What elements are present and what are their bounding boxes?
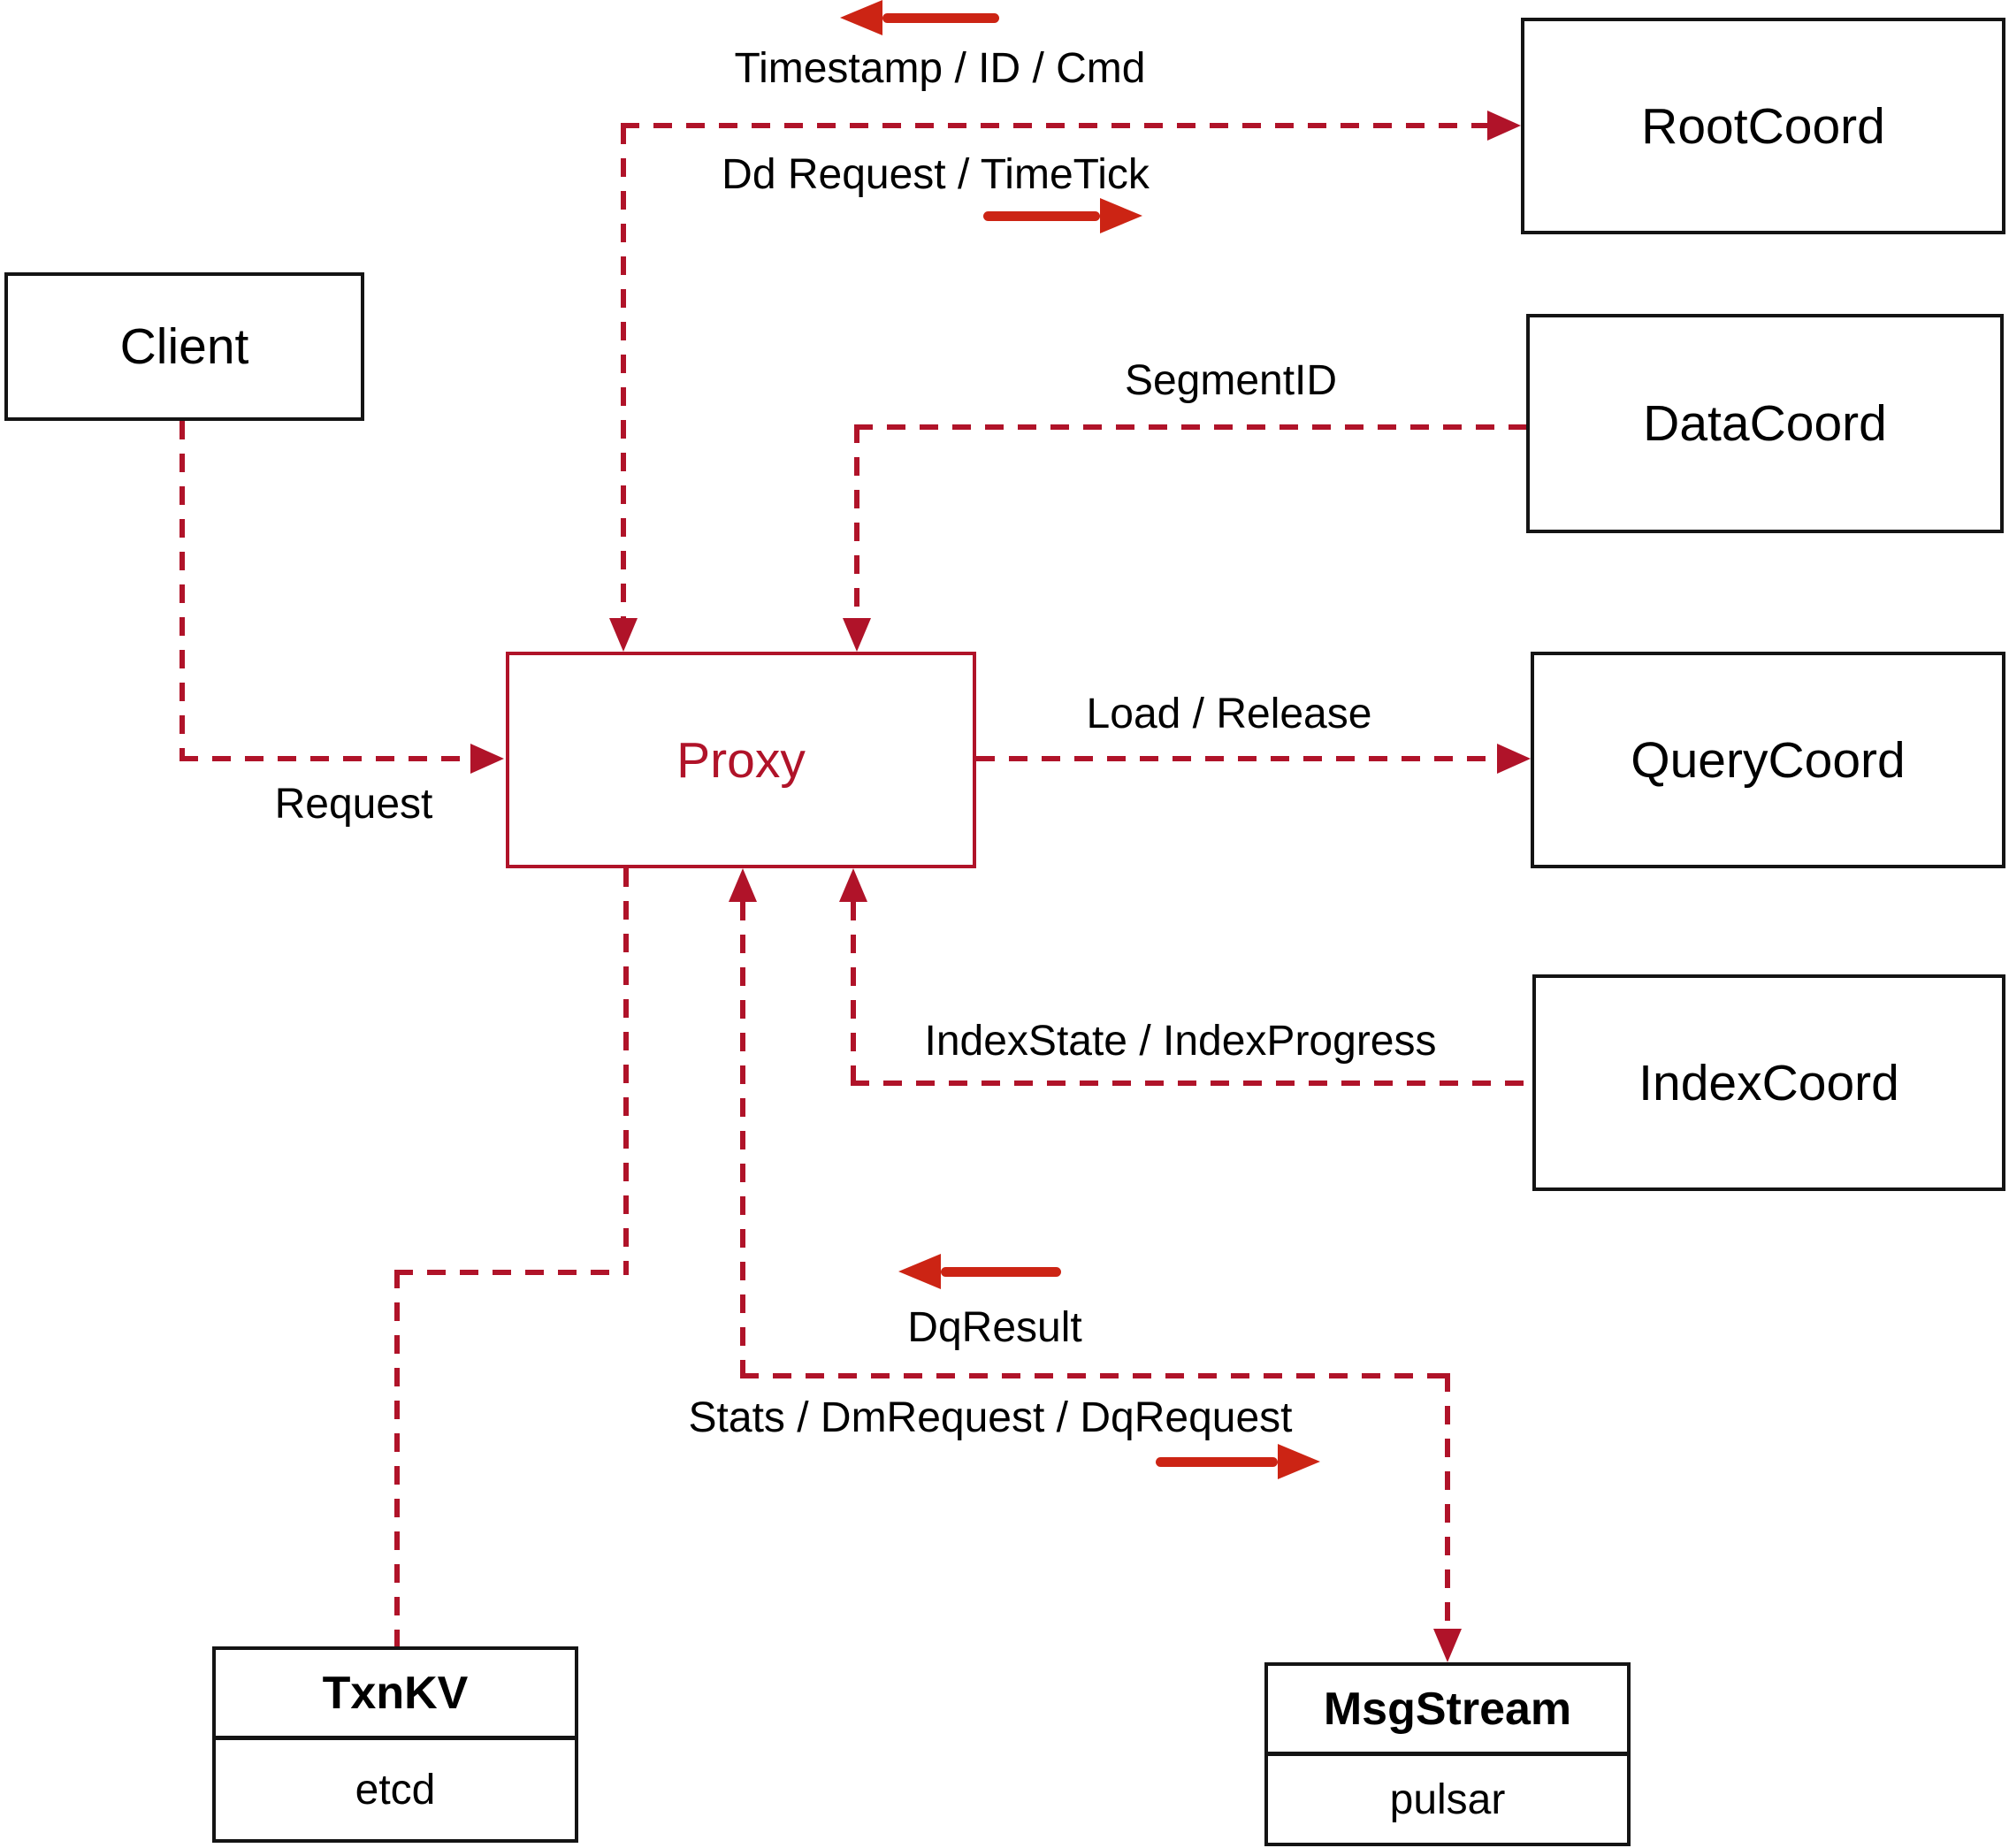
edge-client-proxy-arrowhead-right-icon bbox=[470, 744, 504, 774]
node-msgstream-title: MsgStream bbox=[1268, 1666, 1627, 1756]
node-indexcoord: IndexCoord bbox=[1532, 974, 2005, 1191]
edge-proxy-txnkv-vline1 bbox=[623, 868, 629, 1275]
edge-indexcoord-proxy-arrowhead-up-icon bbox=[839, 868, 867, 902]
node-datacoord-label: DataCoord bbox=[1643, 395, 1887, 452]
edge-datacoord-proxy-hline bbox=[854, 424, 1526, 430]
node-proxy: Proxy bbox=[506, 652, 976, 868]
node-datacoord: DataCoord bbox=[1526, 314, 2004, 533]
edge-msgstream-proxy-arrowhead-up-icon bbox=[729, 868, 757, 902]
edge-proxy-querycoord-hline bbox=[976, 756, 1497, 761]
edge-proxy-msgstream-vline2 bbox=[1445, 1373, 1450, 1629]
edge-client-proxy-vline bbox=[180, 421, 185, 759]
node-txnkv-subtitle: etcd bbox=[355, 1766, 436, 1814]
node-txnkv: TxnKV etcd bbox=[212, 1646, 578, 1843]
arrow-left-icon bbox=[840, 0, 999, 35]
edge-rootcoord-proxy-label: Timestamp / ID / Cmd bbox=[734, 45, 1146, 92]
node-msgstream: MsgStream pulsar bbox=[1264, 1662, 1631, 1846]
node-querycoord: QueryCoord bbox=[1531, 652, 2005, 868]
edge-proxy-querycoord-label: Load / Release bbox=[1086, 691, 1372, 737]
edge-proxy-rootcoord-vline bbox=[621, 126, 626, 618]
edge-indexcoord-proxy-hline bbox=[851, 1081, 1532, 1086]
node-client: Client bbox=[4, 272, 364, 421]
node-indexcoord-label: IndexCoord bbox=[1639, 1054, 1899, 1111]
node-rootcoord-label: RootCoord bbox=[1641, 97, 1885, 155]
arrow-right-stats-icon bbox=[1156, 1444, 1320, 1479]
edge-datacoord-proxy-vline bbox=[854, 424, 859, 618]
node-proxy-label: Proxy bbox=[676, 731, 806, 789]
arrow-right-icon bbox=[983, 198, 1142, 233]
edge-client-proxy-label: Request bbox=[274, 781, 433, 828]
arrow-left-dqresult-icon bbox=[898, 1254, 1061, 1289]
edge-proxy-txnkv-hline bbox=[394, 1270, 629, 1275]
edge-datacoord-proxy-arrowhead-down-icon bbox=[843, 618, 871, 652]
node-client-label: Client bbox=[119, 318, 249, 375]
edge-proxy-msgstream-arrowhead-down-icon bbox=[1433, 1629, 1462, 1662]
node-txnkv-title: TxnKV bbox=[216, 1650, 575, 1740]
edge-indexcoord-proxy-vline bbox=[851, 902, 856, 1083]
node-rootcoord: RootCoord bbox=[1521, 18, 2005, 234]
edge-proxy-rootcoord-arrowhead-right-icon bbox=[1487, 111, 1521, 141]
node-msgstream-subtitle: pulsar bbox=[1389, 1775, 1506, 1823]
edge-client-proxy-hline bbox=[180, 756, 471, 761]
edge-proxy-rootcoord-label: Dd Request / TimeTick bbox=[722, 151, 1150, 198]
edge-proxy-msgstream-vline1 bbox=[740, 902, 745, 1376]
edge-msgstream-proxy-label: DqResult bbox=[907, 1304, 1082, 1351]
edge-proxy-txnkv-vline2 bbox=[394, 1270, 400, 1646]
edge-proxy-msgstream-label: Stats / DmRequest / DqRequest bbox=[688, 1394, 1293, 1441]
edge-proxy-rootcoord-hline bbox=[621, 123, 1487, 128]
edge-proxy-querycoord-arrowhead-right-icon bbox=[1497, 744, 1531, 774]
edge-proxy-msgstream-hline bbox=[740, 1373, 1450, 1378]
edge-datacoord-proxy-label: SegmentID bbox=[1124, 357, 1338, 404]
node-querycoord-label: QueryCoord bbox=[1631, 731, 1906, 789]
edge-indexcoord-proxy-label: IndexState / IndexProgress bbox=[924, 1018, 1437, 1065]
edge-proxy-rootcoord-arrowhead-down-icon bbox=[609, 618, 638, 652]
